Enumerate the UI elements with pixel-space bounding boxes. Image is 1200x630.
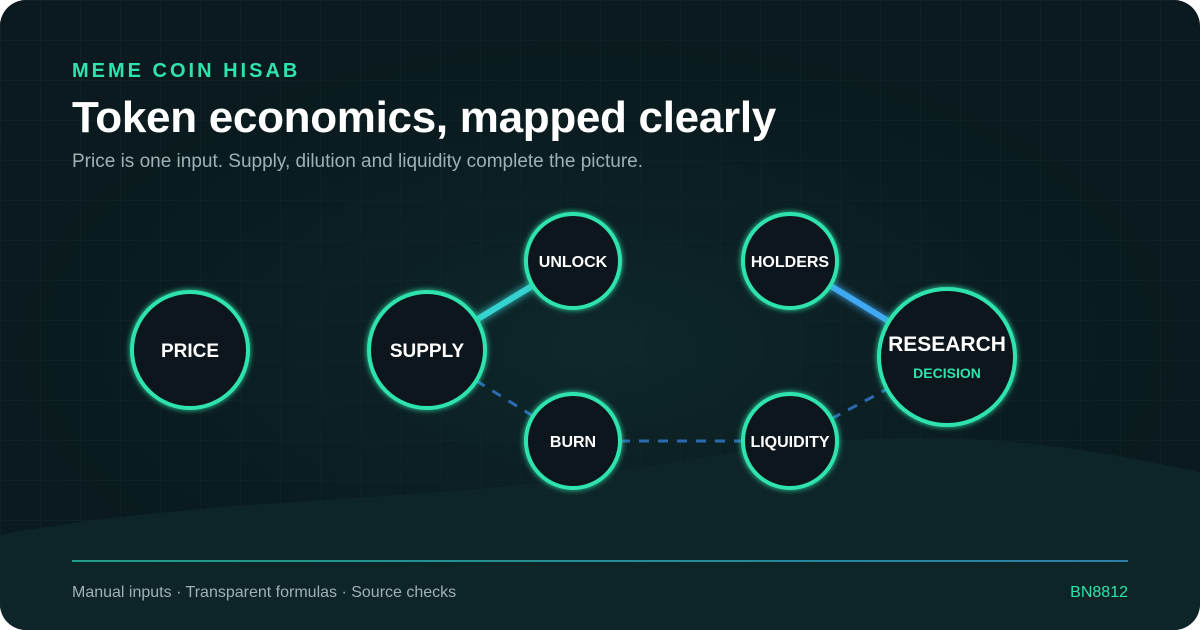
- node-circle-supply: [367, 290, 487, 410]
- brand-label: MEME COIN HISAB: [72, 60, 301, 82]
- node-circle-burn: [524, 392, 622, 490]
- node-price: PRICE: [130, 290, 250, 410]
- bottom-wave: [0, 437, 1200, 630]
- edge-liquidity-research: [830, 387, 888, 421]
- edge-holders-research: [827, 282, 892, 325]
- node-holders: HOLDERS: [741, 212, 839, 310]
- edges-layer: [245, 258, 892, 443]
- node-label-research: RESEARCH: [888, 333, 1006, 356]
- footer-divider: [72, 560, 1128, 562]
- node-label-burn: BURN: [550, 434, 596, 451]
- edge-supply-unlock: [473, 282, 536, 323]
- node-label-supply: SUPPLY: [390, 341, 465, 362]
- page-subtitle: Price is one input. Supply, dilution and…: [72, 151, 644, 172]
- node-burn: BURN: [524, 392, 622, 490]
- node-sublabel-research: DECISION: [913, 365, 981, 381]
- node-supply: SUPPLY: [367, 290, 487, 410]
- reference-code: BN8812: [1070, 584, 1128, 601]
- page-title: Token economics, mapped clearly: [72, 93, 776, 142]
- node-label-price: PRICE: [161, 341, 219, 362]
- node-circle-holders: [741, 212, 839, 310]
- node-circle-liquidity: [741, 392, 839, 490]
- node-unlock: UNLOCK: [524, 212, 622, 310]
- node-label-unlock: UNLOCK: [539, 254, 608, 271]
- nodes-layer: PRICE SUPPLY UNLOCK HOLDERS RESEARCH DECISION…: [130, 212, 1017, 490]
- edge-supply-burn: [475, 379, 534, 418]
- node-circle-price: [130, 290, 250, 410]
- node-label-holders: HOLDERS: [751, 254, 830, 271]
- node-circle-research: [877, 287, 1017, 427]
- node-liquidity: LIQUIDITY: [741, 392, 839, 490]
- feature-list: Manual inputs · Transparent formulas · S…: [72, 584, 457, 601]
- node-label-liquidity: LIQUIDITY: [750, 434, 829, 451]
- node-research: RESEARCH DECISION: [877, 287, 1017, 427]
- node-circle-unlock: [524, 212, 622, 310]
